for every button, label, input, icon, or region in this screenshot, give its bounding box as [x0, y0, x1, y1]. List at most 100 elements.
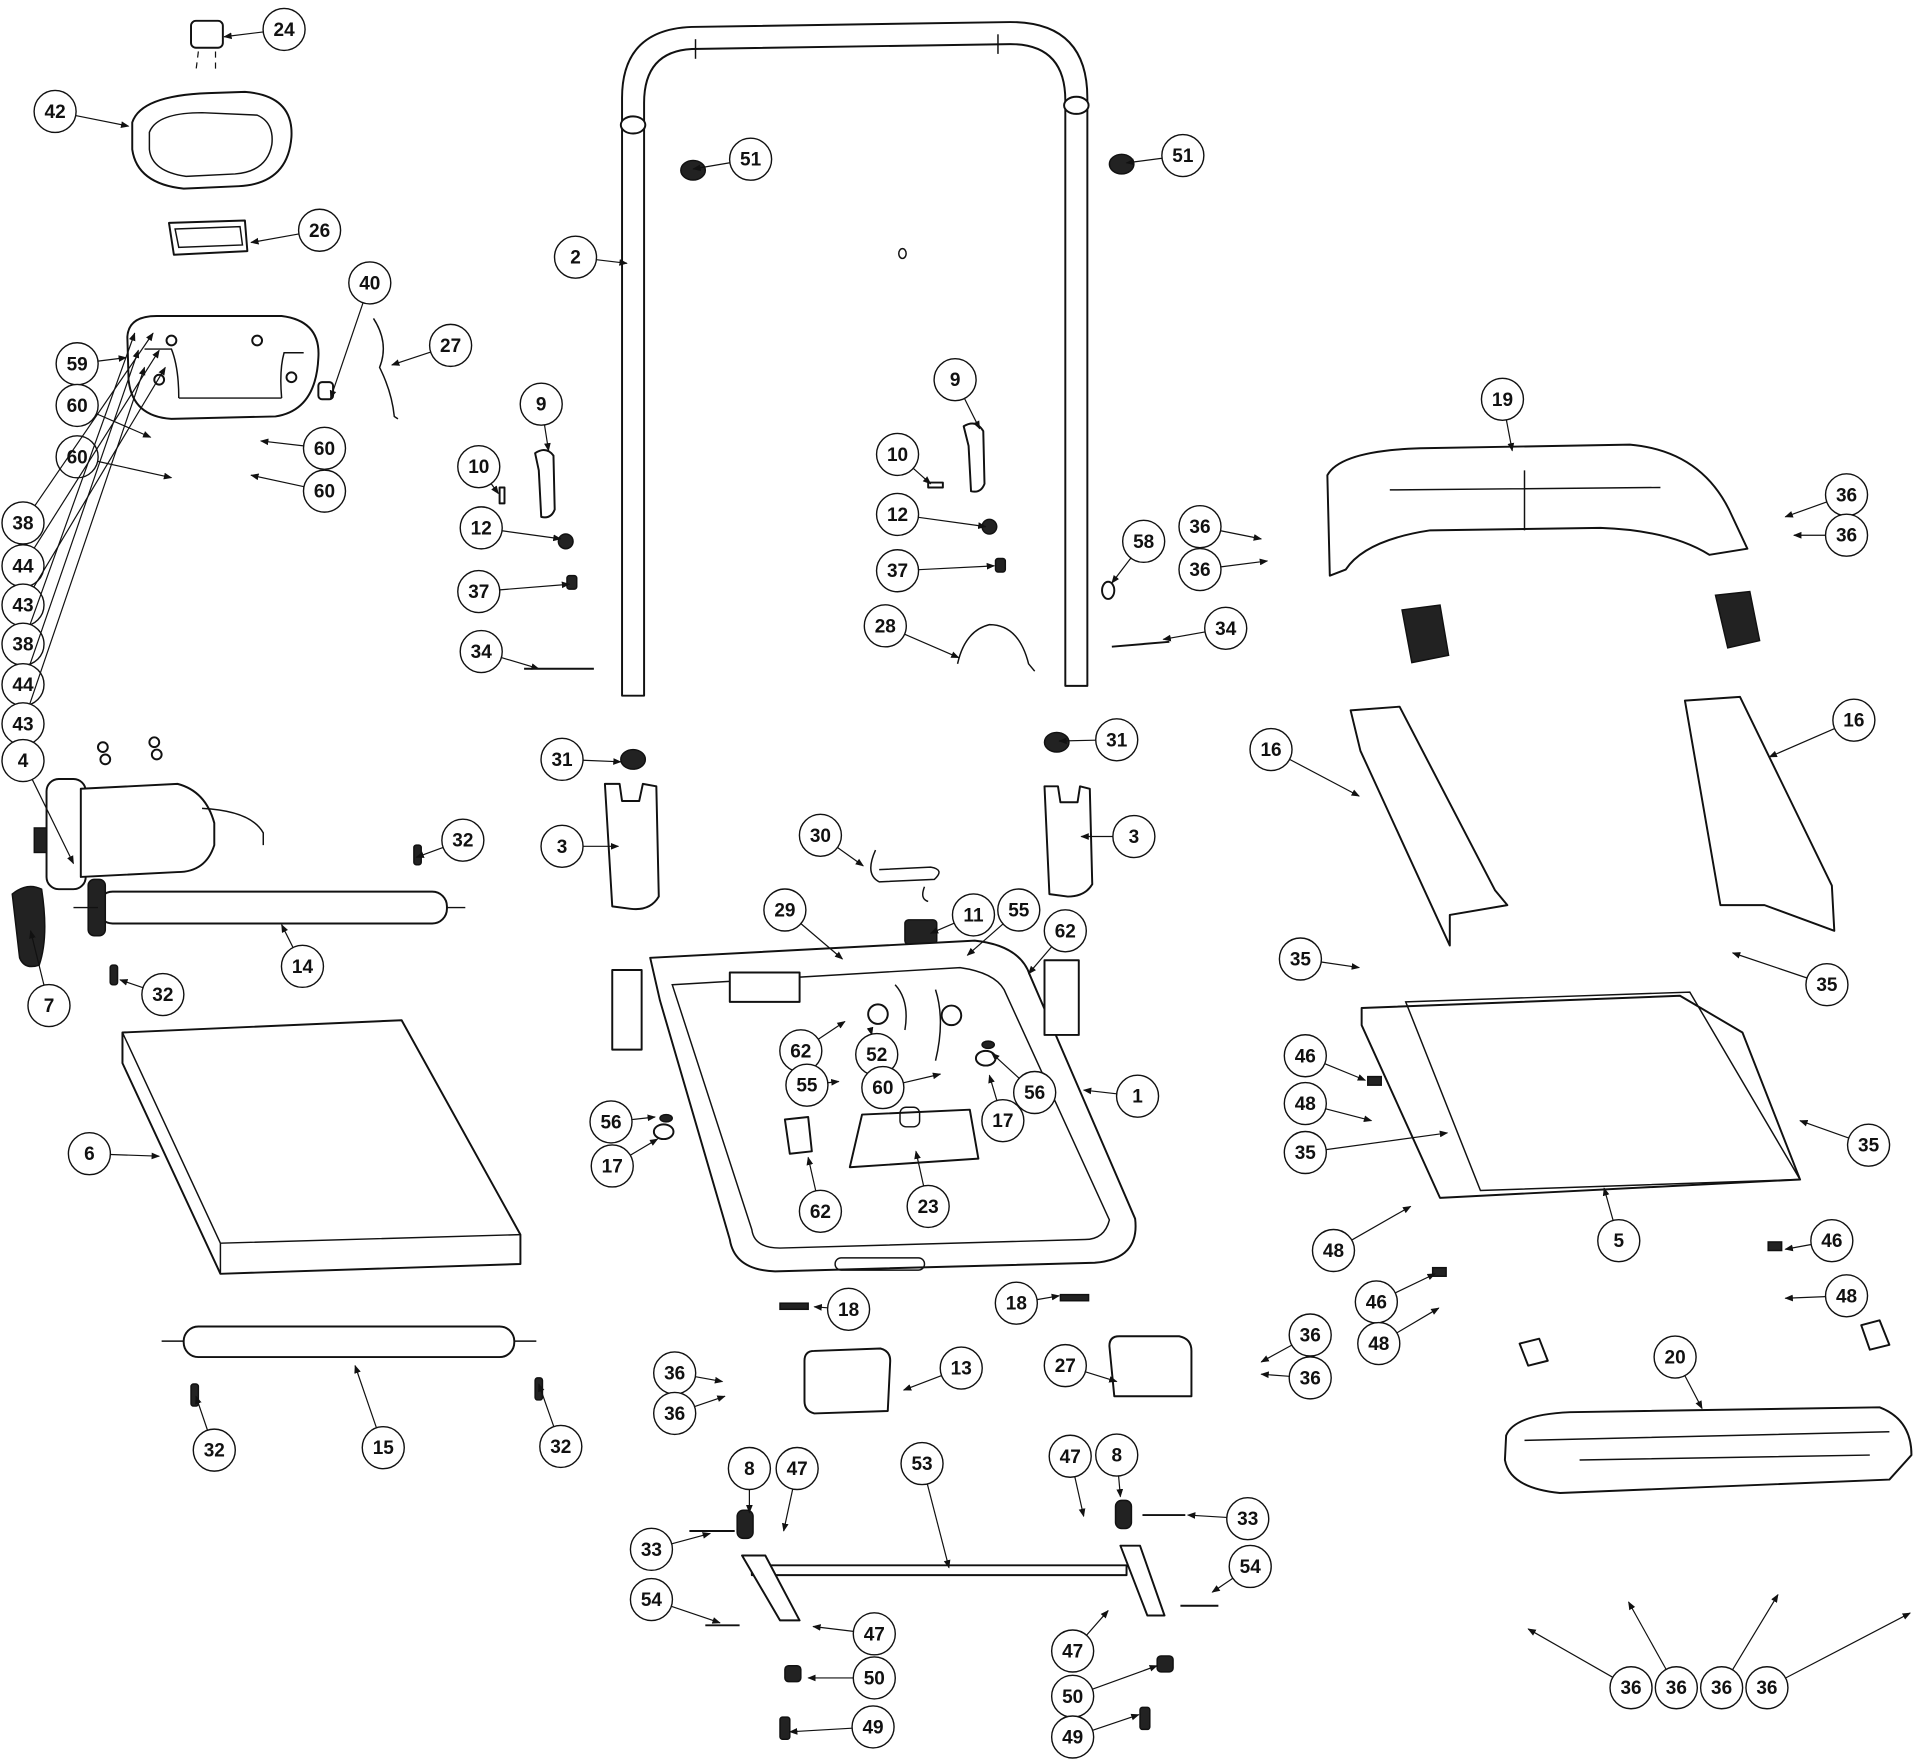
callout-label: 18	[838, 1300, 859, 1321]
leader-line	[781, 1488, 794, 1532]
callout-60: 60	[55, 383, 152, 438]
part-59-console-base	[126, 315, 320, 420]
part-58-grommet	[1101, 580, 1116, 600]
leader-line	[391, 351, 431, 366]
callout-bubble	[1653, 1335, 1697, 1379]
callout-label: 18	[1006, 1294, 1027, 1315]
callout-36: 36	[1793, 513, 1869, 557]
callout-label: 35	[1816, 975, 1838, 996]
callout-bubble	[1178, 504, 1222, 549]
callout-label: 26	[309, 221, 330, 242]
callout-label: 4	[18, 751, 29, 772]
part-46-plate-a	[1367, 1075, 1382, 1086]
callout-bubble	[1832, 698, 1876, 742]
callout-bubble	[852, 1656, 896, 1700]
callout-label: 10	[887, 445, 908, 466]
leader-line	[1395, 1273, 1436, 1294]
callout-1: 1	[1082, 1074, 1160, 1118]
callout-bubble	[629, 1527, 674, 1572]
leader-line	[1036, 1293, 1061, 1301]
part-56-nut-right	[981, 1040, 996, 1050]
callout-bubble	[1699, 1666, 1744, 1710]
callout-label: 46	[1821, 1231, 1842, 1252]
callout-18: 18	[813, 1287, 871, 1331]
callout-48: 48	[1357, 1307, 1440, 1366]
callout-bubble	[1048, 1434, 1092, 1478]
callout-bubble	[553, 235, 598, 279]
callout-label: 32	[452, 831, 473, 852]
leader-line	[96, 413, 152, 438]
callout-label: 49	[862, 1717, 883, 1738]
callout-36: 36	[1527, 1628, 1653, 1710]
callout-12: 12	[459, 506, 562, 550]
leader-line	[1186, 1512, 1227, 1519]
part-12-knob-left	[557, 533, 574, 550]
callout-label: 24	[274, 20, 296, 41]
part-19-motor-hood	[1326, 443, 1749, 577]
callout-47: 47	[1048, 1434, 1092, 1518]
leader-line	[195, 1395, 209, 1431]
callout-bubble	[457, 569, 501, 614]
part-56-nut-left	[659, 1113, 673, 1123]
part-51-cap-left	[680, 159, 707, 181]
callout-label: 38	[12, 513, 33, 534]
part-50-foot-left	[784, 1664, 802, 1683]
leader-line	[1684, 1375, 1703, 1410]
callout-35: 35	[1799, 1120, 1891, 1167]
part-4-motor	[33, 736, 265, 891]
callout-56: 56	[589, 1100, 656, 1144]
callout-bubble	[441, 818, 485, 862]
leader-line	[1125, 157, 1163, 166]
callout-bubble	[1204, 606, 1248, 651]
callout-bubble	[302, 469, 347, 513]
callout-52: 52	[855, 1026, 899, 1077]
leader-line	[415, 846, 444, 858]
callout-51: 51	[1125, 133, 1205, 178]
callout-bubble	[192, 1428, 236, 1472]
leader-line	[501, 657, 540, 670]
callout-bubble	[361, 1425, 405, 1470]
leader-line	[1784, 1294, 1826, 1302]
callout-label: 51	[1172, 146, 1194, 167]
leader-line	[629, 1138, 659, 1156]
part-49-leveler-left	[779, 1716, 791, 1740]
callout-label: 11	[963, 905, 984, 926]
callout-label: 32	[550, 1437, 571, 1458]
callout-bubble	[933, 357, 977, 402]
leader-line	[1211, 1577, 1234, 1593]
leader-line	[33, 366, 166, 588]
callout-28: 28	[863, 604, 960, 659]
callout-bubble	[906, 1184, 950, 1229]
callout-bubble	[851, 1705, 895, 1749]
callout-42: 42	[33, 89, 130, 134]
callout-9: 9	[519, 382, 563, 452]
callout-label: 19	[1492, 390, 1513, 411]
callout-12: 12	[875, 492, 987, 537]
callout-bubble	[262, 7, 306, 52]
callout-bubble	[1, 738, 45, 783]
callout-7: 7	[27, 930, 71, 1028]
leader-line	[1731, 1593, 1779, 1671]
leader-line	[963, 398, 981, 430]
callout-bubble	[539, 1424, 583, 1469]
part-blocks-left	[1518, 1337, 1549, 1367]
callout-label: 36	[664, 1363, 685, 1384]
leader-line	[671, 1532, 712, 1545]
callout-bubble	[1226, 1497, 1270, 1541]
callout-label: 46	[1295, 1046, 1316, 1067]
callout-bubble	[1597, 1218, 1641, 1263]
part-9-lever-right	[962, 422, 986, 493]
leader-line	[1111, 557, 1132, 584]
leader-line	[929, 922, 955, 934]
callout-label: 30	[810, 826, 831, 847]
callout-bubble	[1745, 1666, 1789, 1710]
callout-47: 47	[775, 1446, 819, 1532]
callout-48: 48	[1784, 1274, 1869, 1318]
part-62-transformer	[783, 1116, 813, 1155]
leader-line	[543, 424, 551, 452]
callout-bubble	[1012, 1070, 1057, 1115]
callout-label: 50	[864, 1668, 885, 1689]
leader-line	[837, 847, 864, 867]
callout-label: 44	[12, 675, 34, 696]
